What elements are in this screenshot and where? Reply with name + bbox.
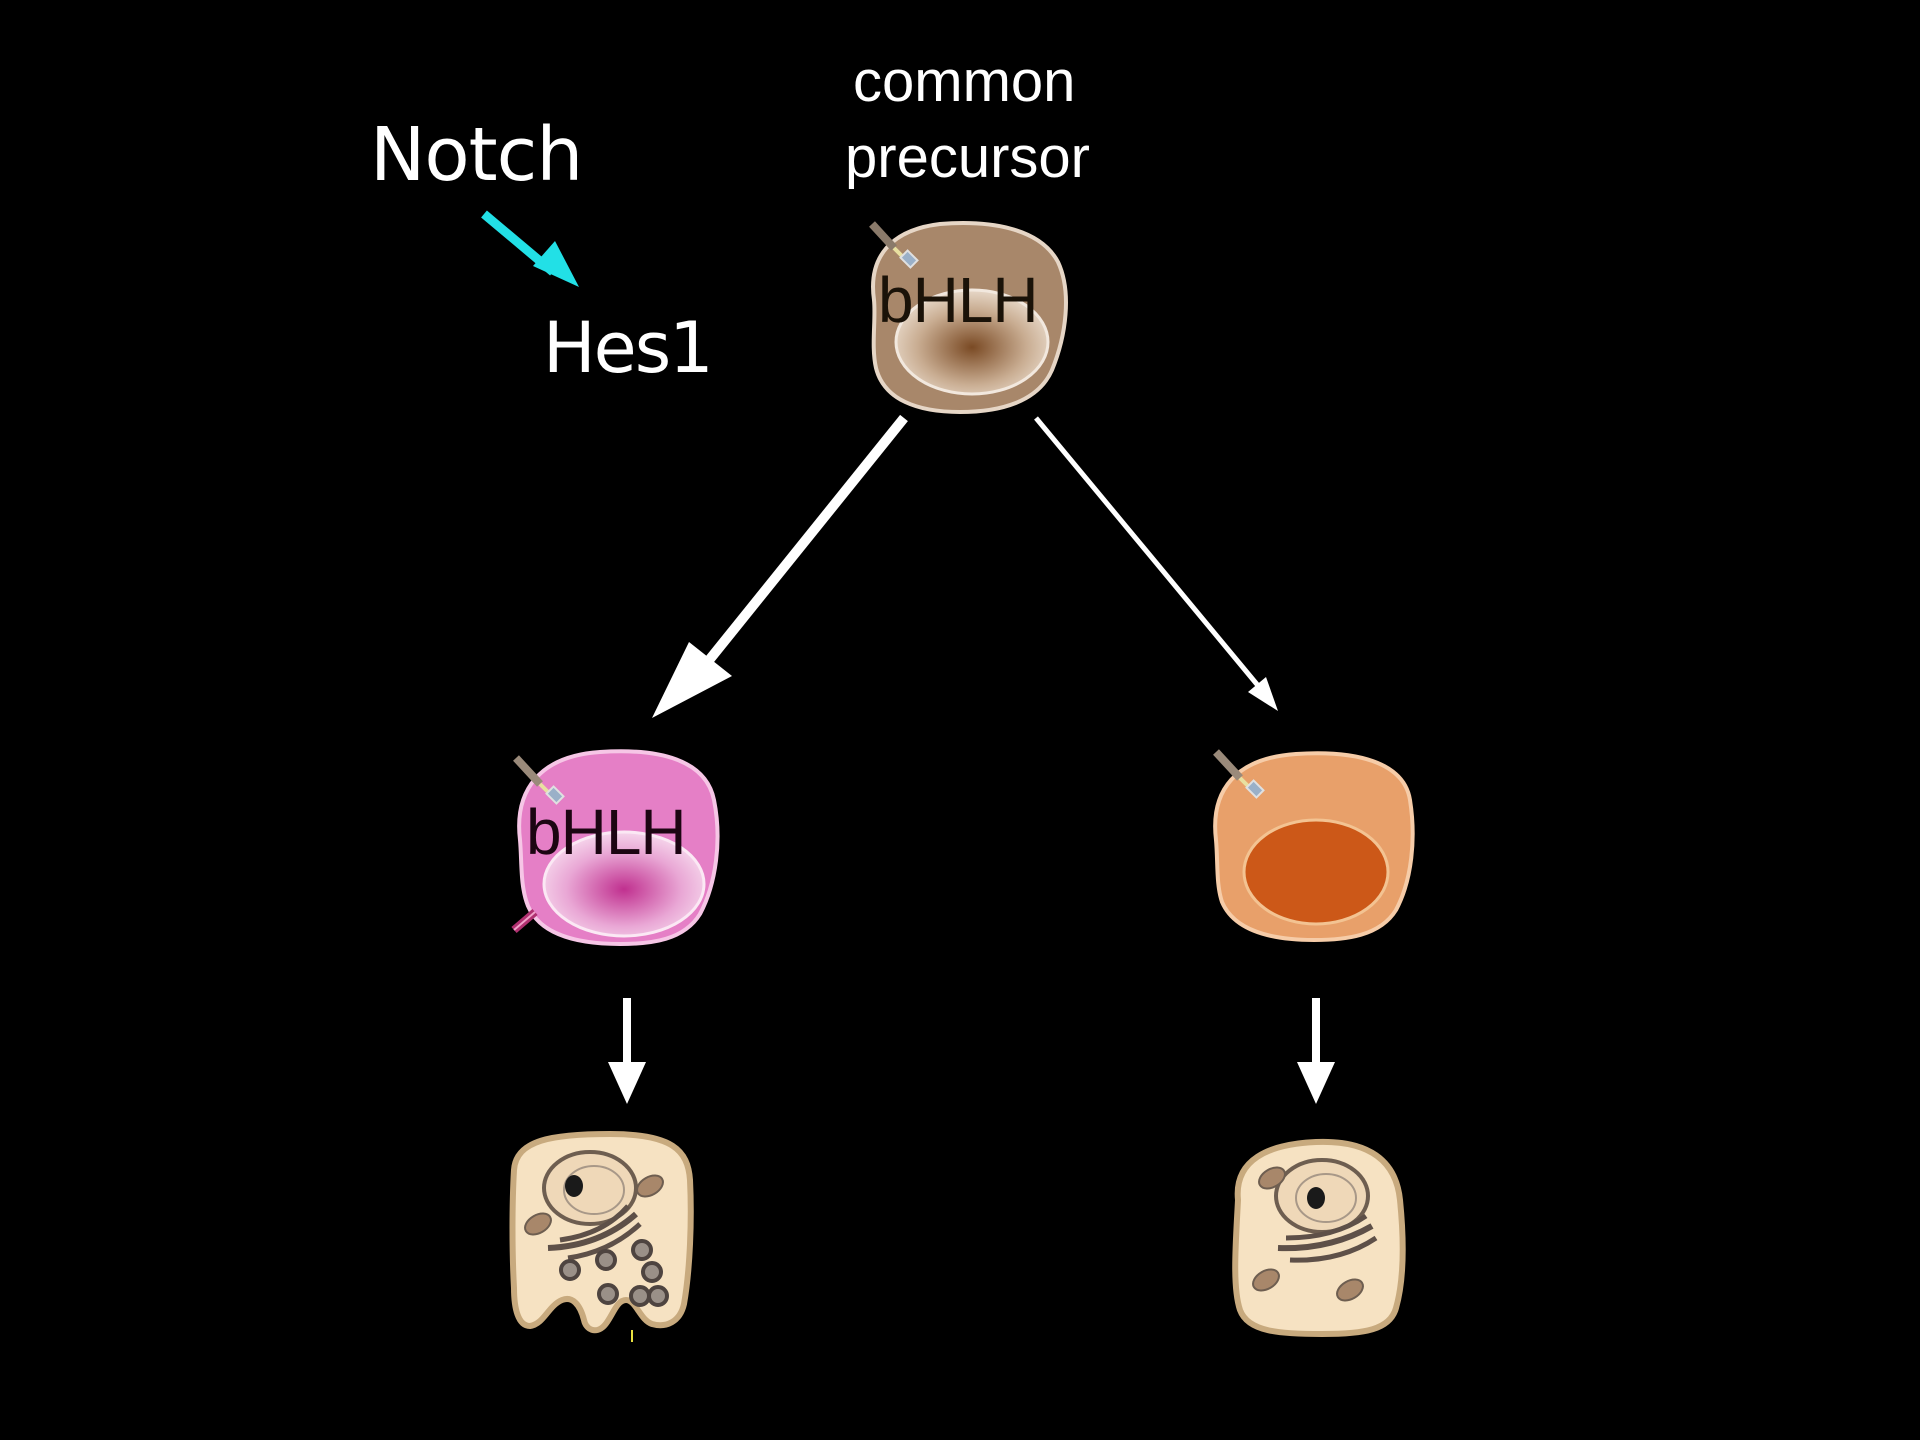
hes1-label: Hes1 (543, 307, 714, 389)
arrow-down-left (608, 998, 646, 1104)
precursor-cell (869, 221, 1068, 415)
arrow-to-secretory-progenitor (652, 414, 908, 718)
ligand-icon (511, 908, 538, 934)
precursor-label-line1: common (853, 49, 1076, 114)
precursor-label-line2: precursor (845, 125, 1090, 190)
notch-activates-hes1-arrow (481, 210, 579, 287)
left-cell-bhlh-label: bHLH (526, 796, 687, 868)
absorptive-cell (1232, 1138, 1406, 1338)
absorptive-progenitor-cell (1213, 749, 1415, 943)
precursor-label: common precursor (845, 44, 1135, 196)
secretory-cell (509, 1130, 694, 1342)
arrow-down-right (1297, 998, 1335, 1104)
secretory-progenitor-cell (511, 749, 720, 947)
receptor-icon (869, 221, 919, 269)
notch-label: Notch (370, 112, 583, 198)
receptor-icon (513, 755, 565, 805)
precursor-bhlh-label: bHLH (878, 264, 1039, 336)
arrow-to-absorptive-progenitor (1034, 416, 1278, 711)
receptor-icon (1213, 749, 1265, 799)
